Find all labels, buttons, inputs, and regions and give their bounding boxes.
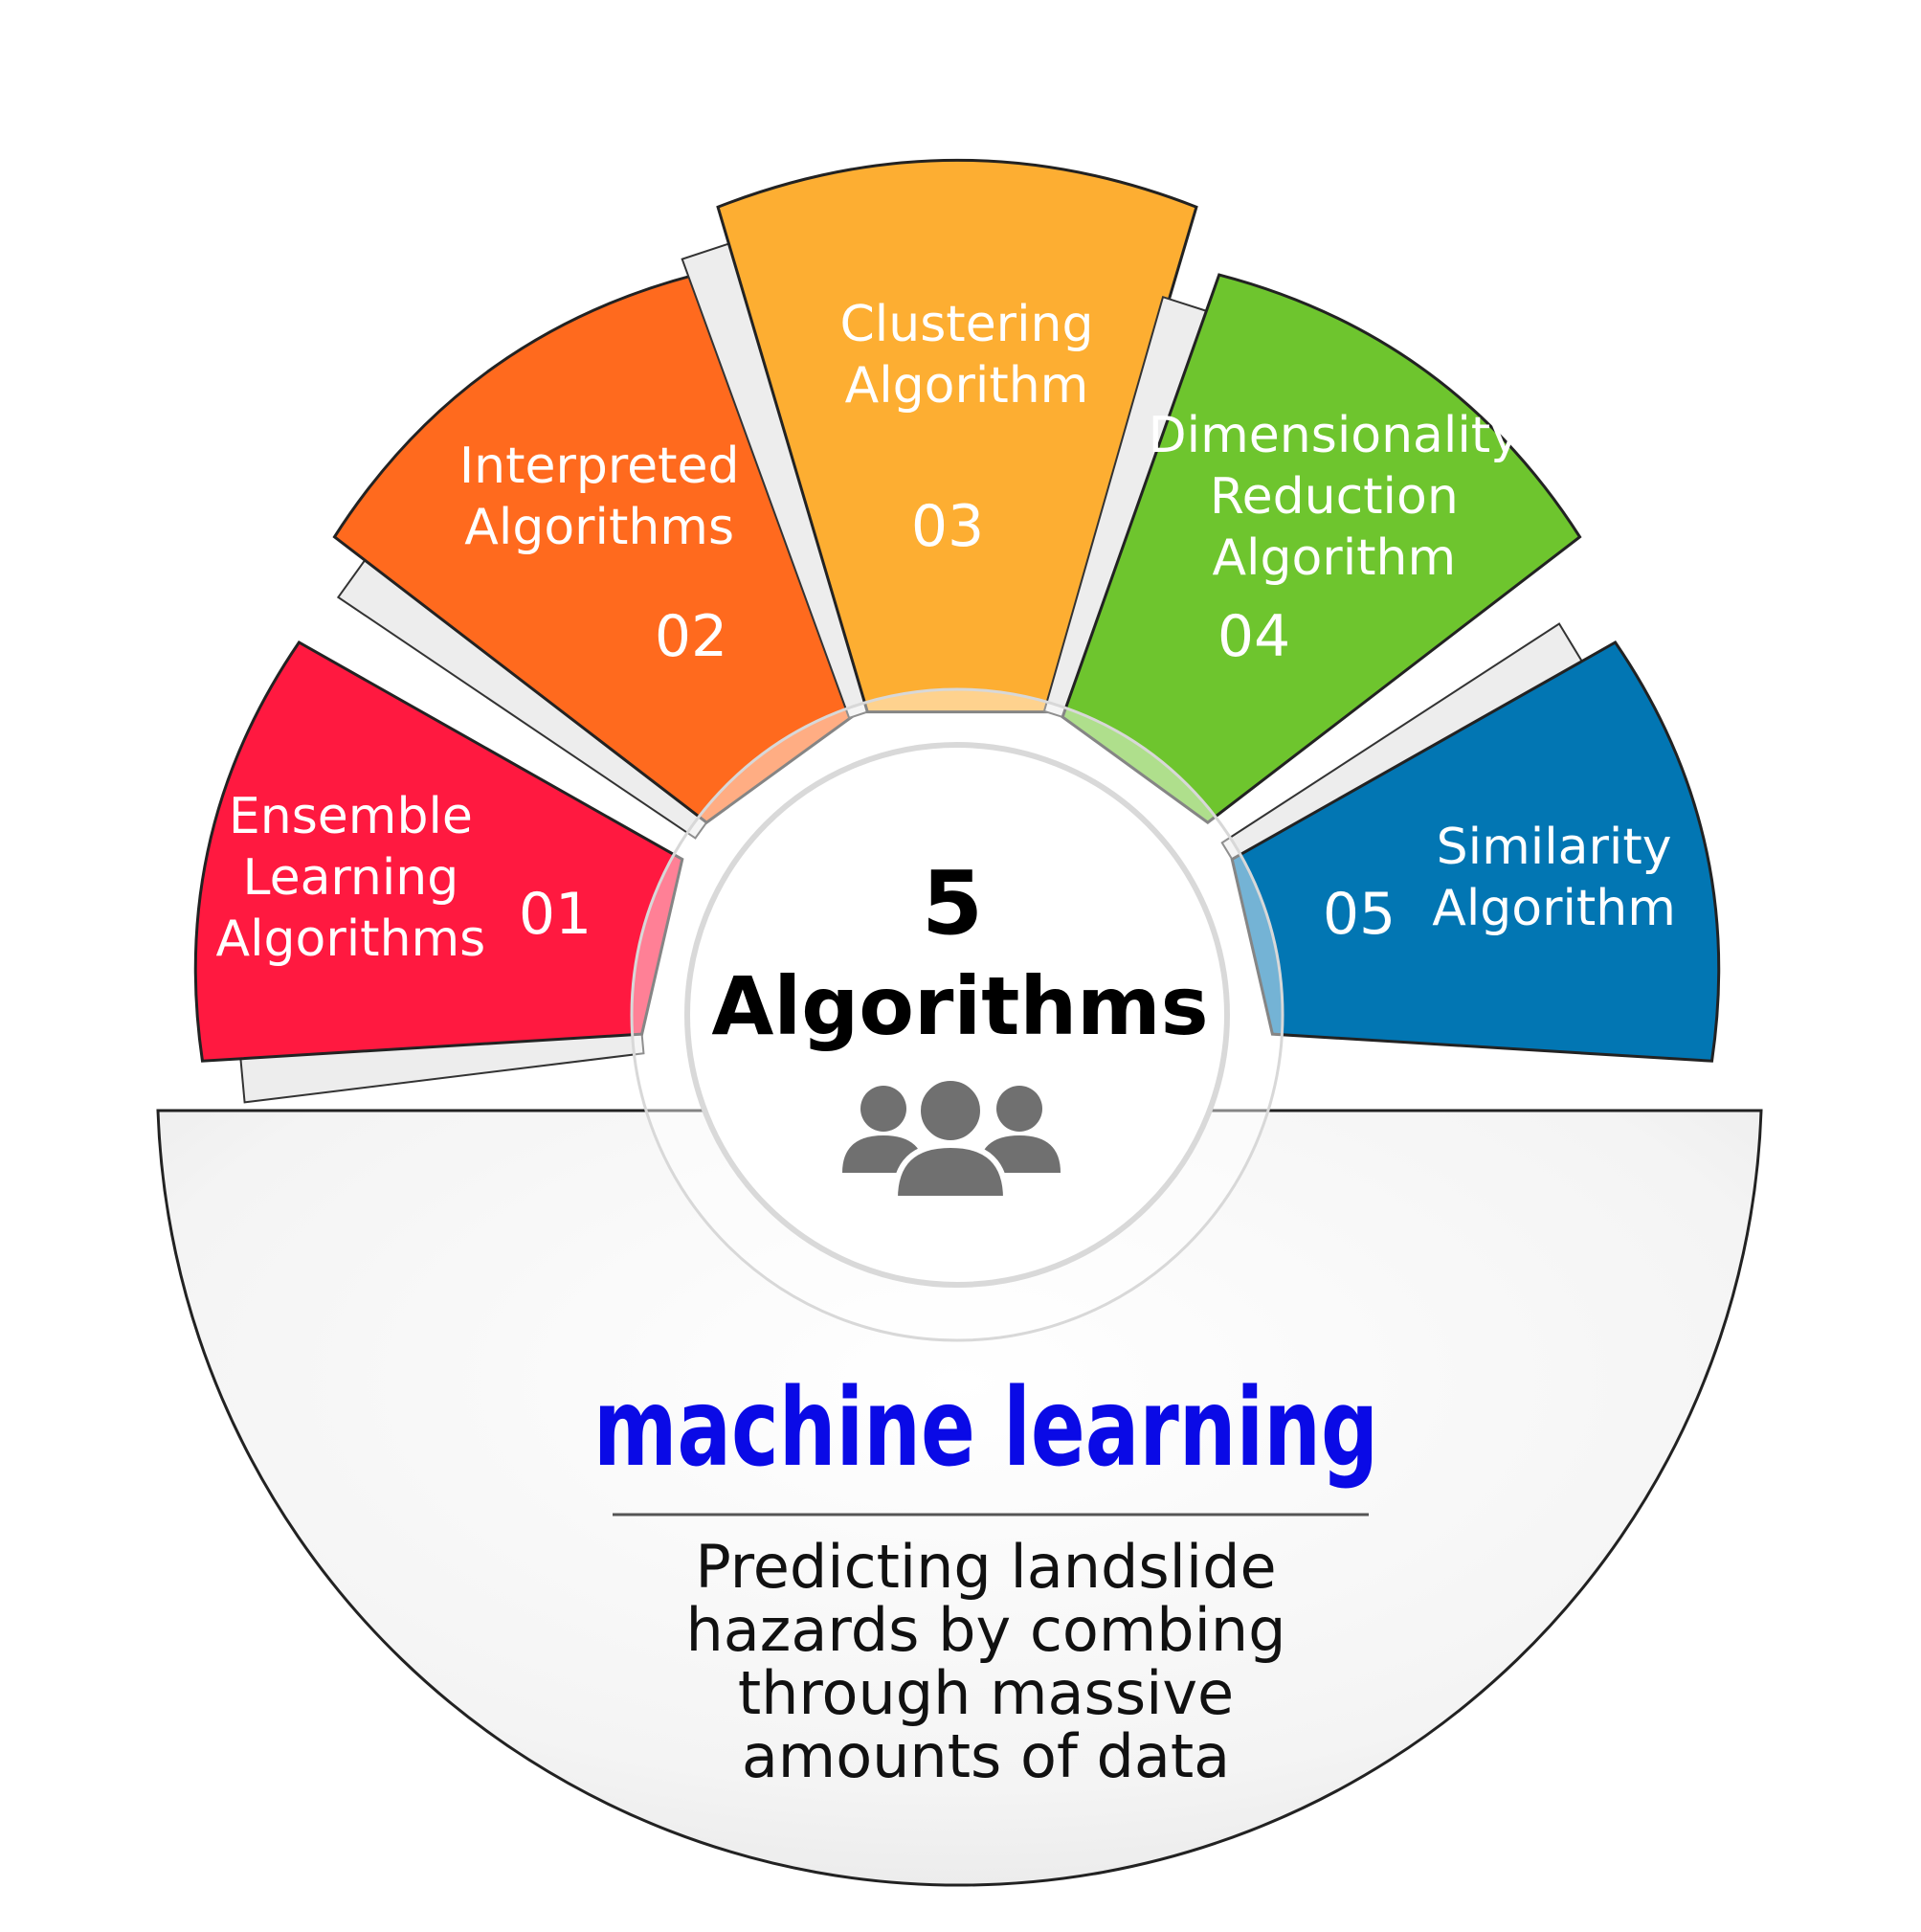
petal-03-label-line: Algorithm (845, 357, 1089, 415)
petal-03-label-line: Clustering (840, 296, 1094, 353)
petal-04-number: 04 (1217, 603, 1290, 670)
petal-04-label-line: Dimensionality (1149, 407, 1520, 464)
petal-03-number: 03 (911, 493, 984, 560)
petal-02 (332, 273, 854, 824)
petal-03 (716, 158, 1198, 714)
petal-05-number: 05 (1323, 881, 1396, 948)
petal-02-label-line: Interpreted (459, 438, 740, 495)
petal-01-number: 01 (519, 881, 592, 948)
petal-05-label-line: Algorithm (1432, 880, 1676, 937)
petal-04-label-line: Algorithm (1212, 529, 1456, 587)
petal-01-label-line: Learning (243, 849, 459, 907)
petal-02-label-line: Algorithms (464, 499, 734, 556)
description-line: through massive (738, 1658, 1234, 1728)
center-label: Algorithms (711, 959, 1208, 1053)
bottom-bowl (156, 1109, 1763, 1887)
users-group-icon (842, 1075, 1061, 1202)
petal-04 (1061, 273, 1582, 824)
machine-learning-title: machine learning (593, 1366, 1378, 1491)
center-circle (684, 742, 1230, 1288)
petal-05-label-line: Similarity (1437, 819, 1672, 876)
description-line: amounts of data (742, 1721, 1230, 1791)
petal-01-label-line: Algorithms (216, 910, 486, 968)
petal-02-number: 02 (655, 603, 727, 670)
description-line: hazards by combing (686, 1595, 1286, 1665)
petal-01 (193, 640, 684, 1063)
petal-05 (1230, 640, 1721, 1063)
description-line: Predicting landslide (695, 1532, 1276, 1602)
center-count: 5 (922, 852, 983, 955)
petal-04-label-line: Reduction (1210, 468, 1459, 526)
petal-01-label-line: Ensemble (229, 788, 473, 845)
